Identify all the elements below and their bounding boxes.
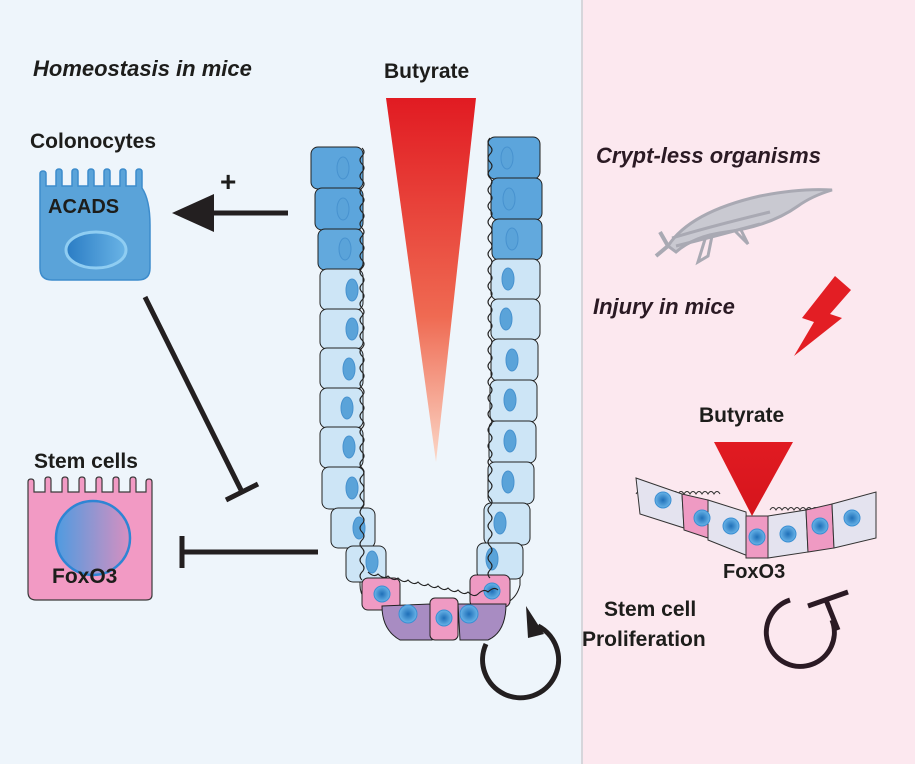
butyrate-triangle-right	[714, 442, 793, 516]
acads-label: ACADS	[48, 196, 120, 218]
crypt-base-microvilli	[367, 571, 499, 597]
crypt-less-heading: Crypt-less organisms	[596, 143, 821, 168]
colonocyte-cell	[39, 168, 151, 281]
crypt-left-microvilli	[359, 147, 365, 581]
inhibition-crypt-to-stem	[179, 536, 318, 568]
foxo3-label-left: FoxO3	[52, 565, 118, 588]
inhibition-colonocyte-to-stem	[142, 295, 260, 503]
stem-cells-label: Stem cells	[34, 450, 138, 473]
epithelium-strip	[635, 477, 877, 559]
butyrate-gradient-triangle	[386, 98, 476, 462]
stem-cell-label: Stem cell	[604, 598, 697, 621]
butyrate-label-left: Butyrate	[384, 60, 470, 83]
butyrate-label-right: Butyrate	[699, 404, 785, 427]
right-panel-background	[583, 0, 915, 764]
homeostasis-heading: Homeostasis in mice	[33, 56, 252, 81]
foxo3-label-right: FoxO3	[723, 561, 786, 583]
stem-cell	[27, 476, 153, 601]
crypt	[310, 136, 543, 641]
injury-heading: Injury in mice	[593, 294, 735, 319]
proliferation-cycle-arrow	[763, 589, 849, 669]
plus-sign: +	[220, 166, 237, 197]
arrow-butyrate-to-colonocyte	[172, 194, 288, 232]
crypt-right-microvilli	[487, 137, 493, 579]
colonocytes-label: Colonocytes	[30, 130, 157, 153]
lightning-icon	[794, 276, 851, 356]
zebrafish-icon	[654, 188, 833, 266]
crypt-cycle-arrow	[480, 606, 562, 701]
proliferation-label: Proliferation	[582, 628, 706, 651]
